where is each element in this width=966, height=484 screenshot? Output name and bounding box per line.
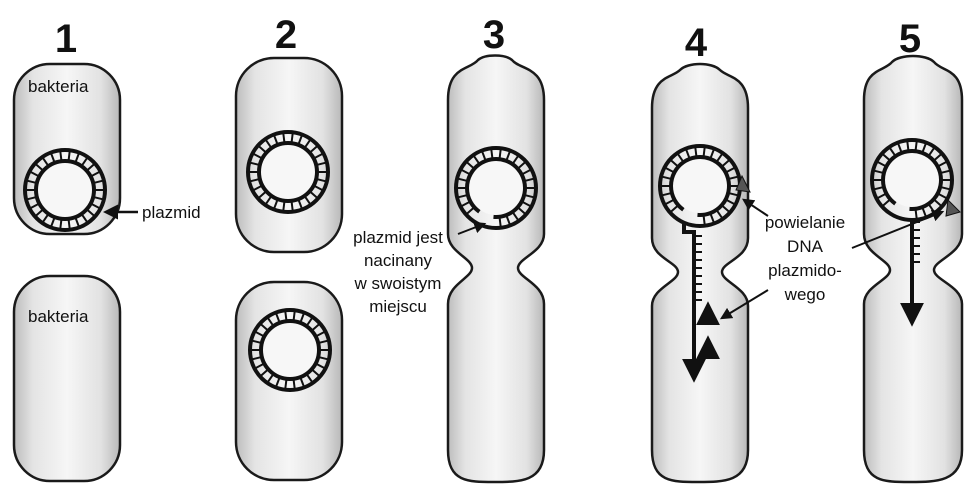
label-bacteria-top: bakteria <box>28 77 89 96</box>
plasmid-1 <box>25 150 105 230</box>
plasmid-5-replicating <box>872 140 952 220</box>
label-replication: powielanie DNA plazmido- wego <box>765 213 845 304</box>
label-replication-line-1: powielanie <box>765 213 845 232</box>
label-bacteria-bottom: bakteria <box>28 307 89 326</box>
label-plasmid: plazmid <box>142 203 201 222</box>
label-nick-line-2: nacinany <box>364 251 433 270</box>
label-replication-line-4: wego <box>784 285 826 304</box>
label-nick-line-4: miejscu <box>369 297 427 316</box>
label-replication-line-2: DNA <box>787 237 824 256</box>
label-nick-line-1: plazmid jest <box>353 228 443 247</box>
label-replication-line-3: plazmido- <box>768 261 842 280</box>
dividing-bacterium-3 <box>448 56 544 483</box>
plasmid-2-bottom <box>250 310 330 390</box>
stage-number-3: 3 <box>483 13 505 57</box>
stage-number-2: 2 <box>275 13 297 57</box>
dividing-bacterium-4 <box>652 64 748 482</box>
stage-number-1: 1 <box>55 17 77 61</box>
stage-number-4: 4 <box>685 21 708 65</box>
plasmid-3-nicked <box>456 148 536 228</box>
stage-number-5: 5 <box>899 17 921 61</box>
label-nick-line-3: w swoistym <box>354 274 442 293</box>
plasmid-4-replicating <box>660 146 740 226</box>
label-nick: plazmid jest nacinany w swoistym miejscu <box>353 228 443 316</box>
plasmid-2-top <box>248 132 328 212</box>
